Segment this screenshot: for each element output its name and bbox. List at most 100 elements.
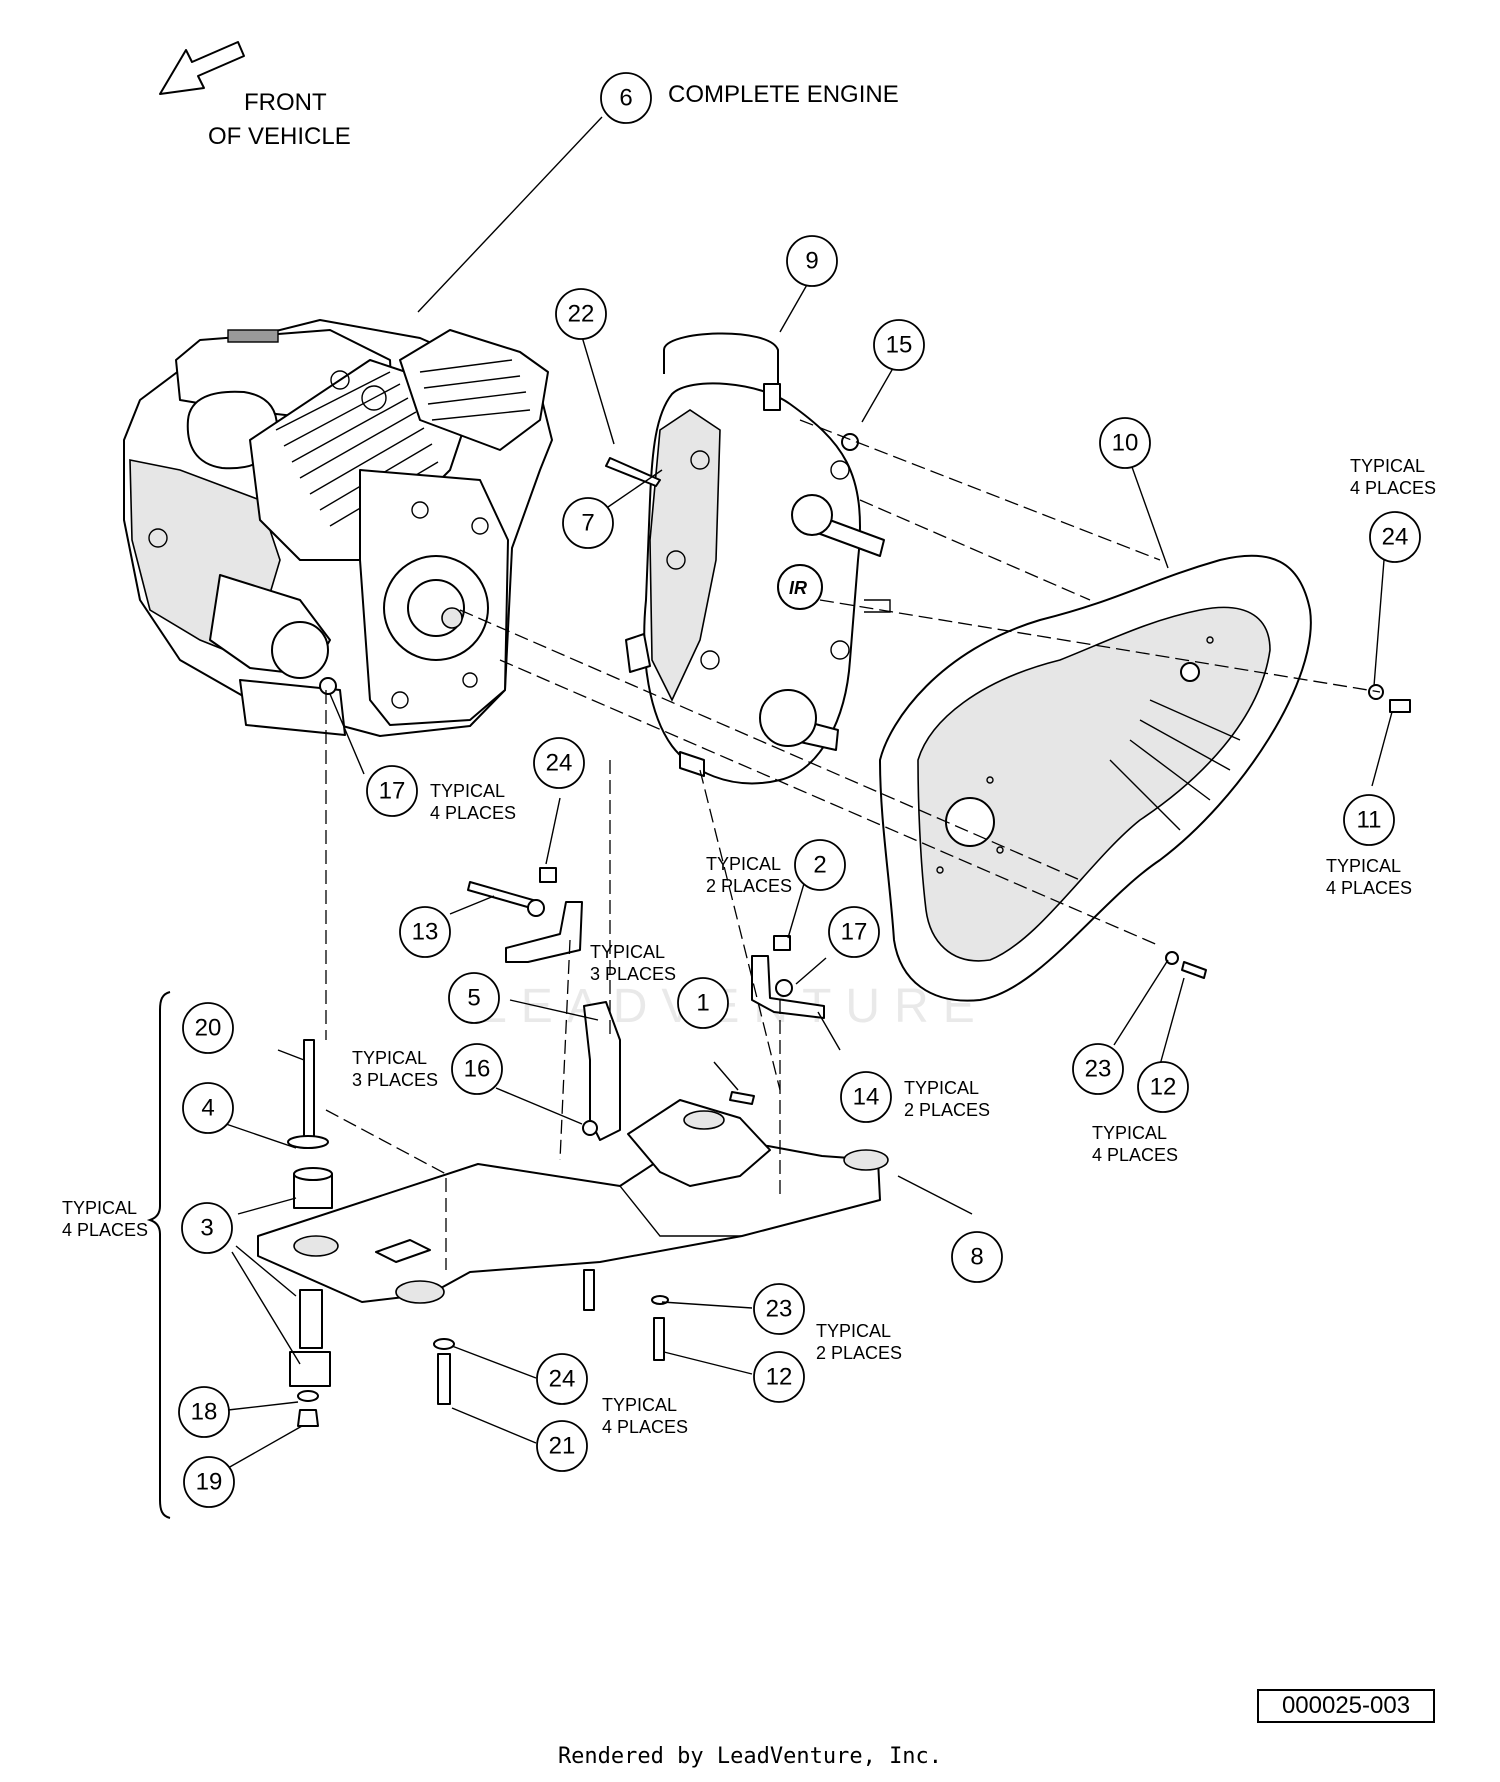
note-typical: TYPICAL 4 PLACES — [1092, 1123, 1178, 1165]
brackets-drawing — [505, 901, 825, 1141]
watermark-text: LEADVENTURE — [480, 980, 989, 1033]
engine-drawing — [123, 319, 553, 737]
callout-6: 6 — [600, 72, 652, 124]
note-typical: TYPICAL 2 PLACES — [904, 1078, 990, 1120]
svg-text:13: 13 — [412, 919, 439, 946]
callout-24: 24 — [1369, 511, 1421, 563]
svg-text:IR: IR — [789, 578, 807, 598]
callout-18: 18 — [178, 1386, 230, 1438]
svg-text:5: 5 — [467, 985, 480, 1012]
svg-text:23: 23 — [1085, 1056, 1112, 1083]
svg-text:TYPICAL: TYPICAL — [590, 942, 665, 962]
svg-text:17: 17 — [379, 778, 406, 805]
note-typical: TYPICAL 2 PLACES — [706, 854, 792, 896]
svg-text:TYPICAL: TYPICAL — [1350, 456, 1425, 476]
svg-text:TYPICAL: TYPICAL — [352, 1048, 427, 1068]
callout-24: 24 — [533, 737, 585, 789]
svg-text:2 PLACES: 2 PLACES — [706, 876, 792, 896]
front-of-vehicle-arrow-icon — [159, 41, 245, 95]
fasteners-drawing — [319, 433, 1411, 1405]
callout-2: 2 — [794, 839, 846, 891]
leader-lines — [225, 116, 1393, 1469]
callout-23: 23 — [1072, 1043, 1124, 1095]
svg-text:22: 22 — [568, 301, 595, 328]
svg-text:23: 23 — [766, 1296, 793, 1323]
svg-text:17: 17 — [841, 919, 868, 946]
svg-text:9: 9 — [805, 248, 818, 275]
svg-text:2 PLACES: 2 PLACES — [904, 1100, 990, 1120]
isolator-stack-drawing — [287, 1039, 333, 1427]
svg-text:3 PLACES: 3 PLACES — [590, 964, 676, 984]
svg-text:4 PLACES: 4 PLACES — [430, 803, 516, 823]
callout-9: 9 — [786, 235, 838, 287]
callout-1: 1 — [677, 977, 729, 1029]
svg-text:4 PLACES: 4 PLACES — [1350, 478, 1436, 498]
svg-text:24: 24 — [546, 750, 573, 777]
svg-text:TYPICAL: TYPICAL — [816, 1321, 891, 1341]
svg-text:18: 18 — [191, 1399, 218, 1426]
callout-3: 3 — [181, 1202, 233, 1254]
svg-text:TYPICAL: TYPICAL — [1092, 1123, 1167, 1143]
callouts: 6 9 22 15 10 7 24 17 11 24 13 2 17 5 1 2… — [178, 72, 1421, 1508]
note-typical: TYPICAL 3 PLACES — [352, 1048, 438, 1090]
svg-text:4 PLACES: 4 PLACES — [62, 1220, 148, 1240]
mounting-plate-drawing — [257, 1099, 889, 1304]
complete-engine-label: COMPLETE ENGINE — [668, 81, 899, 108]
svg-text:TYPICAL: TYPICAL — [602, 1395, 677, 1415]
callout-22: 22 — [555, 288, 607, 340]
callout-10: 10 — [1099, 417, 1151, 469]
note-typical: TYPICAL 4 PLACES — [1326, 856, 1412, 898]
assembly-lines — [325, 419, 1381, 1270]
note-typical: TYPICAL 2 PLACES — [816, 1321, 902, 1363]
svg-text:20: 20 — [195, 1015, 222, 1042]
svg-text:3: 3 — [200, 1215, 213, 1242]
svg-text:4 PLACES: 4 PLACES — [1092, 1145, 1178, 1165]
callout-20: 20 — [182, 1002, 234, 1054]
svg-text:10: 10 — [1112, 430, 1139, 457]
callout-12: 12 — [753, 1351, 805, 1403]
note-typical: TYPICAL 4 PLACES — [602, 1395, 688, 1437]
svg-text:15: 15 — [886, 332, 913, 359]
svg-text:21: 21 — [549, 1433, 576, 1460]
svg-text:6: 6 — [619, 85, 632, 112]
svg-text:TYPICAL: TYPICAL — [904, 1078, 979, 1098]
callout-23: 23 — [753, 1283, 805, 1335]
front-label-line1: FRONT — [244, 89, 327, 116]
belt-housing-drawing — [879, 554, 1312, 1002]
left-stack-brace — [146, 991, 171, 1519]
callout-5: 5 — [448, 972, 500, 1024]
svg-text:TYPICAL: TYPICAL — [706, 854, 781, 874]
document-number: 000025-003 — [1257, 1689, 1435, 1723]
callout-16: 16 — [451, 1043, 503, 1095]
callout-21: 21 — [536, 1420, 588, 1472]
callout-4: 4 — [182, 1082, 234, 1134]
callout-13: 13 — [399, 906, 451, 958]
svg-text:16: 16 — [464, 1056, 491, 1083]
svg-text:1: 1 — [696, 990, 709, 1017]
svg-text:12: 12 — [766, 1364, 793, 1391]
svg-text:24: 24 — [1382, 524, 1409, 551]
rendered-by-footer: Rendered by LeadVenture, Inc. — [557, 1744, 943, 1769]
svg-text:TYPICAL: TYPICAL — [62, 1198, 137, 1218]
callout-19: 19 — [183, 1456, 235, 1508]
callout-24: 24 — [536, 1353, 588, 1405]
svg-text:2 PLACES: 2 PLACES — [816, 1343, 902, 1363]
note-typical: TYPICAL 4 PLACES — [1350, 456, 1436, 498]
note-typical: TYPICAL 4 PLACES — [430, 781, 516, 823]
svg-text:3 PLACES: 3 PLACES — [352, 1070, 438, 1090]
svg-text:TYPICAL: TYPICAL — [430, 781, 505, 801]
note-typical: TYPICAL 3 PLACES — [590, 942, 676, 984]
notes: TYPICAL 4 PLACES TYPICAL 4 PLACES TYPICA… — [62, 456, 1436, 1437]
svg-text:14: 14 — [853, 1084, 880, 1111]
callout-17: 17 — [366, 765, 418, 817]
gearcase-drawing: IR — [625, 332, 891, 785]
note-typical: TYPICAL 4 PLACES — [62, 1198, 148, 1240]
svg-text:12: 12 — [1150, 1074, 1177, 1101]
callout-7: 7 — [562, 497, 614, 549]
callout-14: 14 — [840, 1071, 892, 1123]
callout-15: 15 — [873, 319, 925, 371]
front-label-line2: OF VEHICLE — [208, 123, 351, 150]
svg-text:4: 4 — [201, 1095, 214, 1122]
callout-17: 17 — [828, 906, 880, 958]
callout-12: 12 — [1137, 1061, 1189, 1113]
